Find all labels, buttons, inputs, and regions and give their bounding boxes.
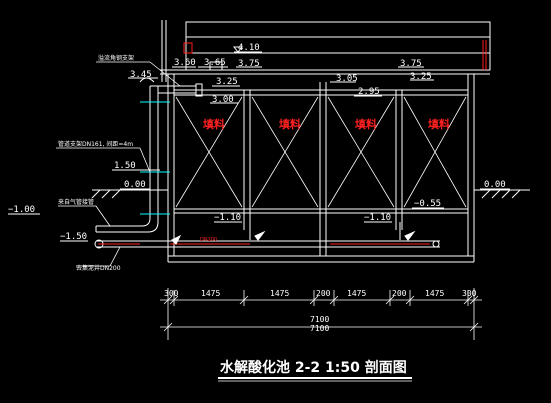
elevation-minus-1-10-left: −1.10: [214, 213, 241, 223]
pipe-tag: DN200: [200, 237, 217, 243]
elevation-0-00-left: 0.00: [124, 180, 146, 190]
elevation-labels: 4.10 3.75 3.75 3.65 3.60 3.45 3.25 3.25 …: [8, 43, 506, 242]
valve-support-note: 溢流角钢支架: [98, 54, 134, 62]
aeration-pipes: [171, 222, 416, 245]
tank-walls: [167, 74, 475, 263]
fill-label-1: 填料: [203, 117, 225, 131]
dimension-lines: [160, 288, 482, 340]
dim-segment-4: 200: [316, 289, 331, 298]
dim-segment-8: 300: [462, 289, 477, 298]
annotation-leaders: [56, 61, 181, 267]
pipe-supports: [140, 101, 170, 215]
fill-labels: 填料 填料 填料 填料: [203, 117, 450, 131]
fill-media: [175, 96, 467, 208]
dimension-labels: 300 1475 1475 200 1475 200 1475 300 7100…: [164, 289, 477, 333]
elevation-minus-1-00: −1.00: [8, 205, 35, 215]
elevation-4-10: 4.10: [238, 43, 260, 53]
elevation-minus-1-10-right: −1.10: [364, 213, 391, 223]
elevation-markers: [8, 46, 510, 242]
dim-segment-2: 1475: [201, 289, 220, 298]
elevation-3-75-left: 3.75: [238, 59, 260, 69]
elevation-3-25-right: 3.25: [410, 72, 432, 82]
drain-note: 去集泥井DN200: [76, 264, 121, 272]
drawing-title: 水解酸化池 2-2 1:50 剖面图: [220, 359, 407, 376]
elevation-minus-0-55: −0.55: [414, 199, 441, 209]
dim-segment-3: 1475: [270, 289, 289, 298]
elevation-2-95: 2.95: [358, 87, 380, 97]
elevation-3-75-right: 3.75: [400, 59, 422, 69]
fill-label-4: 填料: [428, 117, 450, 131]
ground-right: [474, 189, 530, 199]
dim-segment-1: 300: [164, 289, 179, 298]
dim-segment-6: 200: [392, 289, 407, 298]
elevation-3-00: 3.00: [212, 95, 234, 105]
dim-total-a: 7100: [310, 315, 329, 324]
elevation-3-60: 3.60: [174, 58, 196, 68]
air-inlet-note: 来自气管接管: [58, 198, 94, 206]
dim-segment-5: 1475: [347, 289, 366, 298]
elevation-3-65: 3.65: [204, 58, 226, 68]
annotation-labels: 溢流角钢支架 管道支架DN161, 间距=4m 来自气管接管 去集泥井DN200…: [58, 54, 217, 272]
elevation-3-25-left: 3.25: [216, 77, 238, 87]
fill-label-3: 填料: [355, 117, 377, 131]
ground-left: [91, 189, 168, 199]
dim-segment-7: 1475: [425, 289, 444, 298]
elevation-1-50: 1.50: [114, 161, 136, 171]
pipe-support-note: 管道支架DN161, 间距=4m: [58, 140, 133, 148]
inlet-pipe: [94, 77, 440, 249]
elevation-minus-1-50: −1.50: [60, 232, 87, 242]
fill-label-2: 填料: [279, 117, 301, 131]
elevation-3-05: 3.05: [336, 74, 358, 84]
dim-total-b: 7100: [310, 324, 329, 333]
elevation-3-45: 3.45: [130, 70, 152, 80]
elevation-0-00-right: 0.00: [484, 180, 506, 190]
top-walkway: [160, 20, 491, 82]
